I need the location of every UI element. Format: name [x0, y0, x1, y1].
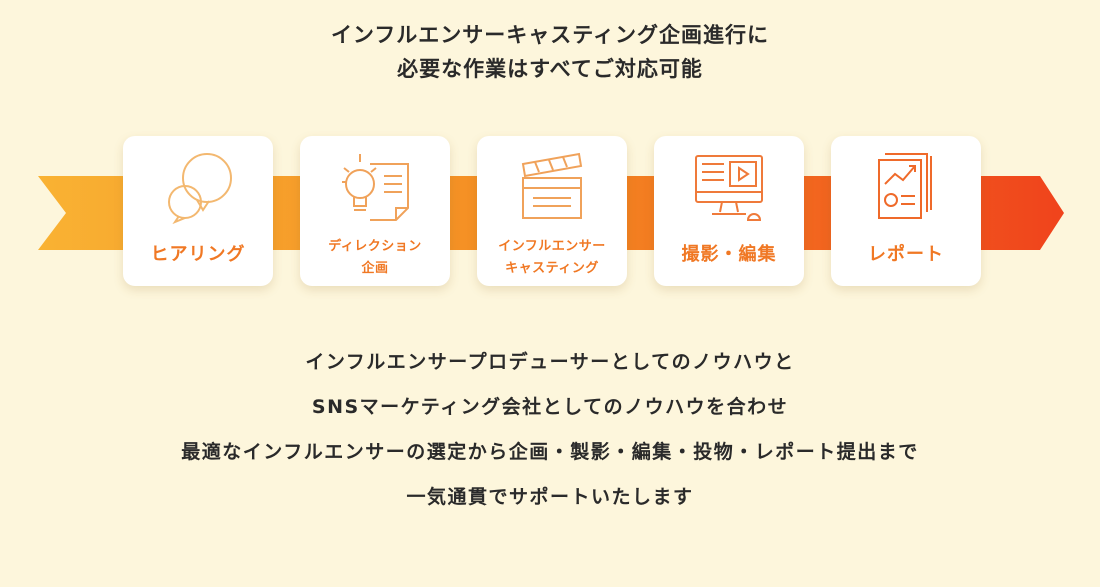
step-label: ヒアリング [150, 244, 246, 265]
step-card-report: レポート [831, 136, 981, 286]
step-label: インフルエンサー キャスティング [477, 236, 627, 280]
step-card-casting: インフルエンサー キャスティング [477, 136, 627, 286]
step-label-line-1: インフルエンサー [498, 239, 606, 254]
lightbulb-document-icon [342, 154, 409, 221]
section-heading: インフルエンサーキャスティング企画進行に 必要な作業はすべてご対応可能 [0, 18, 1100, 86]
process-flow: ヒアリング ディレクション 企画 [0, 130, 1100, 295]
step-card-direction: ディレクション 企画 [300, 136, 450, 286]
description: インフルエンサープロデューサーとしてのノウハウと SNSマーケティング会社として… [0, 340, 1100, 520]
description-line-2: SNSマーケティング会社としてのノウハウを合わせ [311, 396, 789, 418]
step-card-shooting-editing: 撮影・編集 [654, 136, 804, 286]
clapperboard-icon [521, 152, 583, 219]
step-label-line-1: ディレクション [328, 239, 422, 254]
video-editing-monitor-icon [695, 155, 763, 221]
step-label: レポート [868, 244, 944, 265]
heading-line-2: 必要な作業はすべてご対応可能 [397, 57, 703, 81]
step-card-hearing: ヒアリング [123, 136, 273, 286]
step-label-line-2: 企画 [361, 261, 389, 276]
heading-line-1: インフルエンサーキャスティング企画進行に [330, 23, 770, 47]
step-label-line-2: キャスティング [505, 261, 599, 276]
description-line-4: 一気通貫でサポートいたします [406, 486, 694, 508]
speech-bubbles-icon [168, 153, 232, 224]
description-line-1: インフルエンサープロデューサーとしてのノウハウと [305, 351, 795, 373]
report-chart-icon [878, 153, 932, 219]
description-line-3: 最適なインフルエンサーの選定から企画・製影・編集・投物・レポート提出まで [181, 441, 919, 463]
step-label: 撮影・編集 [681, 244, 777, 265]
step-label: ディレクション 企画 [300, 236, 450, 280]
